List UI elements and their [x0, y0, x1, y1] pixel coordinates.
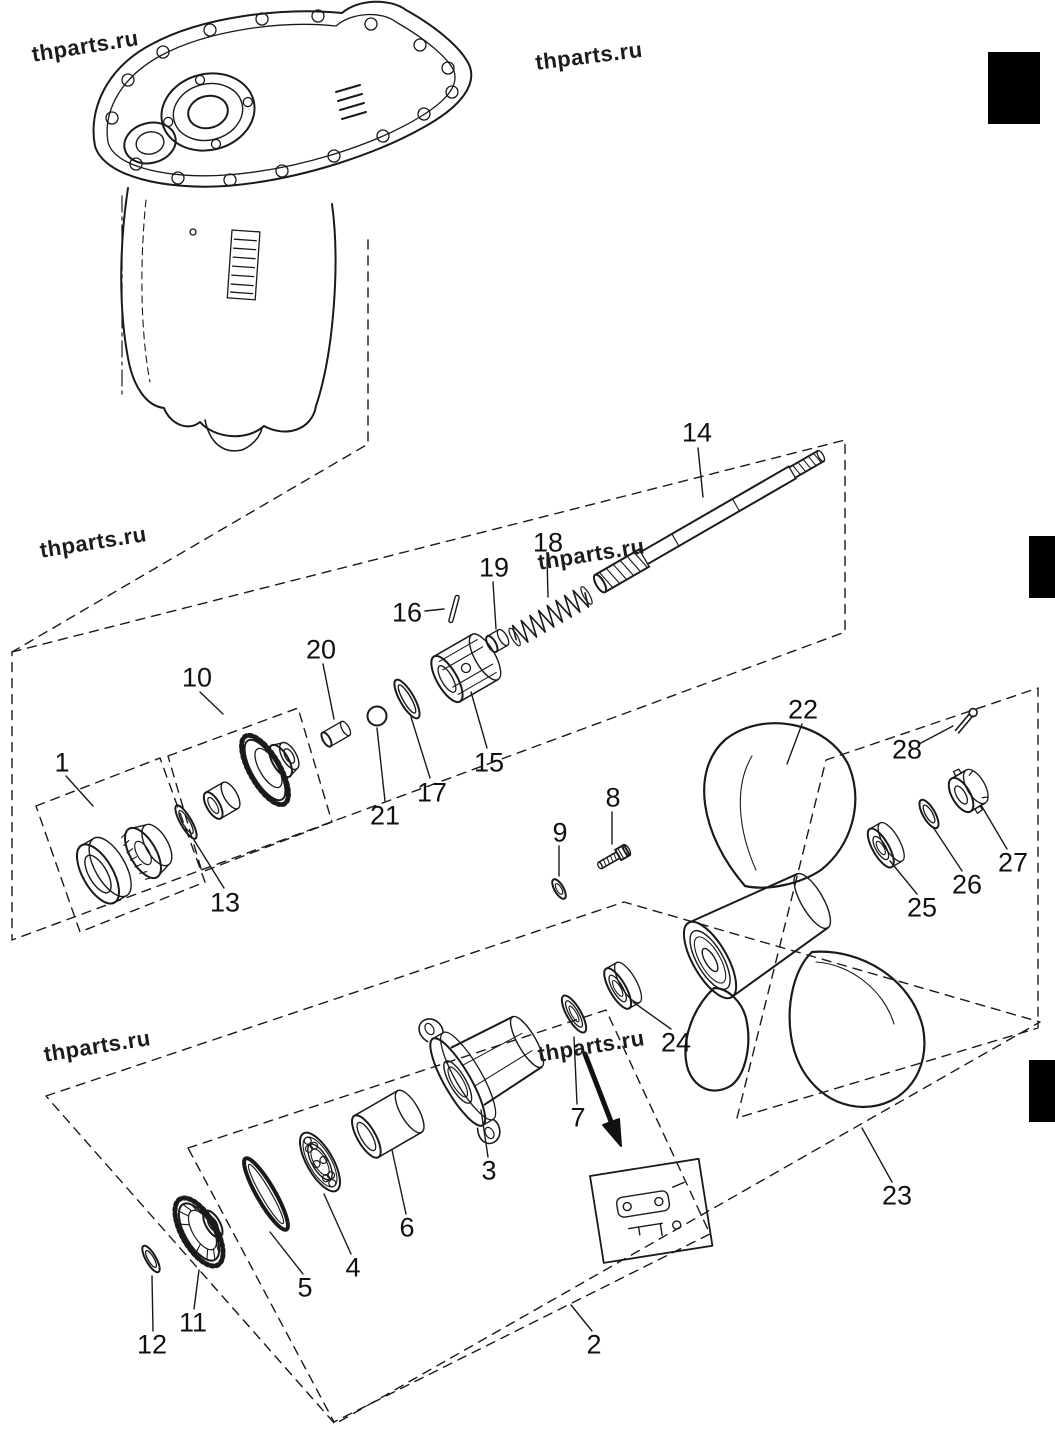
part-19-plunger	[485, 628, 510, 654]
part-4-ball-bearing	[299, 1131, 341, 1193]
part-18-spring	[508, 586, 593, 647]
part-3-bearing-carrier	[418, 1015, 545, 1145]
part-1-bearing-race	[76, 836, 132, 905]
part-13-washer	[174, 804, 198, 840]
pointer-arrow-head	[602, 1118, 622, 1147]
part-label-9: 9	[552, 817, 568, 848]
part-27-propeller-nut	[947, 768, 989, 814]
part-label-4: 4	[345, 1252, 361, 1283]
part-28-cotter-pin	[954, 707, 978, 734]
part-21-ball	[366, 705, 388, 727]
part-12-washer	[141, 1244, 161, 1274]
part-25-thrust-hub	[866, 821, 905, 869]
part-10-bushing	[202, 781, 241, 820]
part-label-20: 20	[305, 634, 337, 665]
part-label-5: 5	[297, 1272, 313, 1303]
driveshaft-bore	[160, 72, 256, 152]
part-label-13: 13	[209, 887, 241, 918]
part-label-23: 23	[881, 1180, 913, 1211]
part-22-propeller	[682, 722, 926, 1109]
part-7-oil-seal	[560, 994, 588, 1034]
page-marker-top	[988, 52, 1040, 124]
part-label-25: 25	[906, 892, 938, 923]
leader-lines	[65, 447, 1008, 1332]
part-6-sleeve	[351, 1089, 425, 1159]
part-label-26: 26	[951, 869, 983, 900]
part-10-forward-gear	[239, 732, 300, 808]
part-9-washer	[551, 878, 567, 900]
part-label-28: 28	[891, 734, 923, 765]
part-label-15: 15	[473, 747, 505, 778]
part-label-11: 11	[178, 1307, 208, 1338]
part-label-16: 16	[391, 597, 423, 628]
page-marker-bottom	[1029, 1060, 1055, 1122]
part-label-27: 27	[997, 847, 1029, 878]
part-17-ring	[393, 678, 421, 720]
part-20-pin	[320, 720, 352, 748]
detail-inset	[589, 1157, 714, 1264]
water-inlet-screen	[226, 229, 261, 301]
bolt-holes	[105, 9, 459, 187]
part-26-washer	[918, 798, 940, 830]
part-11-reverse-gear	[172, 1195, 226, 1269]
pointer-arrow-shaft	[582, 1051, 615, 1127]
part-14-propeller-shaft	[592, 449, 826, 594]
part-label-22: 22	[787, 694, 819, 725]
part-label-12: 12	[136, 1329, 168, 1360]
part-label-6: 6	[399, 1212, 415, 1243]
part-24-seal-bearing	[603, 961, 643, 1010]
part-label-7: 7	[570, 1102, 586, 1133]
part-label-2: 2	[586, 1329, 602, 1360]
part-label-3: 3	[481, 1155, 497, 1186]
part-label-14: 14	[681, 417, 713, 448]
part-label-8: 8	[605, 782, 621, 813]
pump-bore	[123, 121, 177, 165]
assembly-boundaries	[11, 239, 1041, 1425]
part-label-10: 10	[181, 662, 213, 693]
part-5-o-ring	[242, 1156, 290, 1232]
gearcase-housing	[92, 0, 473, 452]
part-label-24: 24	[660, 1027, 692, 1058]
part-label-21: 21	[369, 800, 401, 831]
part-1-bearing-cone	[120, 823, 173, 880]
part-label-1: 1	[54, 747, 70, 778]
part-8-bolt	[597, 843, 632, 870]
gill-slits	[335, 84, 367, 120]
part-label-17: 17	[416, 777, 448, 808]
upper-assembly	[76, 449, 826, 905]
part-label-18: 18	[532, 527, 564, 558]
page-marker-middle	[1029, 536, 1055, 598]
lower-assembly	[141, 707, 989, 1274]
part-16-pin	[448, 594, 460, 624]
part-label-19: 19	[478, 552, 510, 583]
